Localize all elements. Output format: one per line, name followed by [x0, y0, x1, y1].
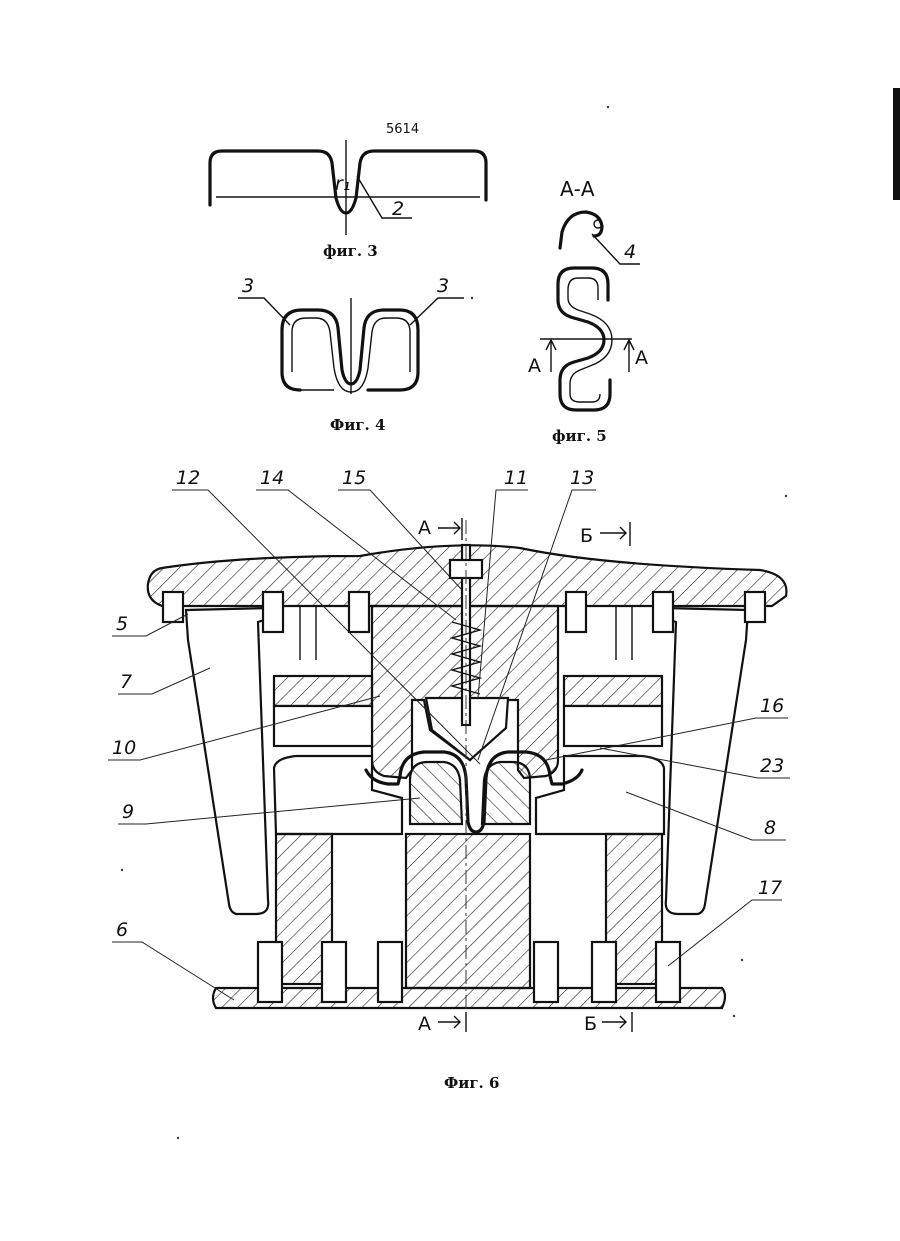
- label-15: 15: [342, 467, 366, 489]
- fig4-label-3-right: 3: [437, 275, 449, 297]
- fig3-caption: фиг. 3: [323, 242, 378, 260]
- fig5-cut-label-right: А: [635, 347, 648, 369]
- section-mark-b-top: [600, 522, 630, 546]
- section-label-b-bottom: Б: [584, 1013, 597, 1035]
- lower-plate-6: [213, 988, 725, 1008]
- fig3-label-r1: r₁: [335, 173, 350, 195]
- fig5-caption: фиг. 5: [552, 427, 607, 445]
- fig4-profile-outer: [282, 310, 418, 390]
- label-9: 9: [122, 801, 134, 823]
- label-17: 17: [758, 877, 782, 899]
- guide-left: [274, 706, 372, 746]
- section-label-a-top: А: [418, 517, 431, 539]
- jaw-left-7: [186, 608, 270, 914]
- label-23: 23: [760, 755, 784, 777]
- fig6-caption: Фиг. 6: [444, 1074, 499, 1092]
- fig3-label-2: 2: [392, 198, 404, 220]
- fig5-cut-label-left: А: [528, 355, 541, 377]
- figure-4: 3 3 Фиг. 4: [238, 275, 464, 434]
- label-6: 6: [116, 919, 128, 941]
- jaw-right: [664, 608, 748, 914]
- margin-bar: [893, 88, 900, 200]
- section-mark-a-top: [438, 518, 462, 540]
- label-14: 14: [260, 467, 284, 489]
- blank-9: [410, 762, 462, 824]
- blank-16: [482, 762, 530, 824]
- label-11: 11: [504, 467, 528, 489]
- fig5-cut-arrow-left: [546, 340, 556, 372]
- upper-block-right: [564, 676, 662, 706]
- fig5-cut-arrow-right: [624, 340, 634, 372]
- label-7: 7: [120, 671, 132, 693]
- label-10: 10: [112, 737, 136, 759]
- upper-block-left: [274, 676, 372, 706]
- label-16: 16: [760, 695, 784, 717]
- figure-3: r₁ 2 фиг. 3: [210, 140, 486, 260]
- section-label-b-top: Б: [580, 525, 593, 547]
- fig5-label-4: 4: [624, 241, 636, 263]
- label-13: 13: [570, 467, 594, 489]
- label-12: 12: [176, 467, 200, 489]
- fig4-caption: Фиг. 4: [330, 416, 385, 434]
- lower-die-center: [406, 834, 530, 988]
- fig4-label-3-left: 3: [242, 275, 254, 297]
- label-5: 5: [116, 613, 128, 635]
- fig5-section-title: А-А: [560, 177, 595, 201]
- section-mark-b-bottom: [602, 1012, 632, 1032]
- fig5-section-hook: [560, 212, 602, 248]
- page-number: 5614: [386, 122, 419, 137]
- section-label-a-bottom: А: [418, 1013, 431, 1035]
- section-mark-a-bottom: [438, 1012, 466, 1032]
- label-8: 8: [764, 817, 776, 839]
- figure-5: А-А 4 А А фиг. 5: [528, 177, 648, 445]
- figure-6: А Б А Б 12 14 15 11 13 5 7 10 9: [108, 467, 790, 1092]
